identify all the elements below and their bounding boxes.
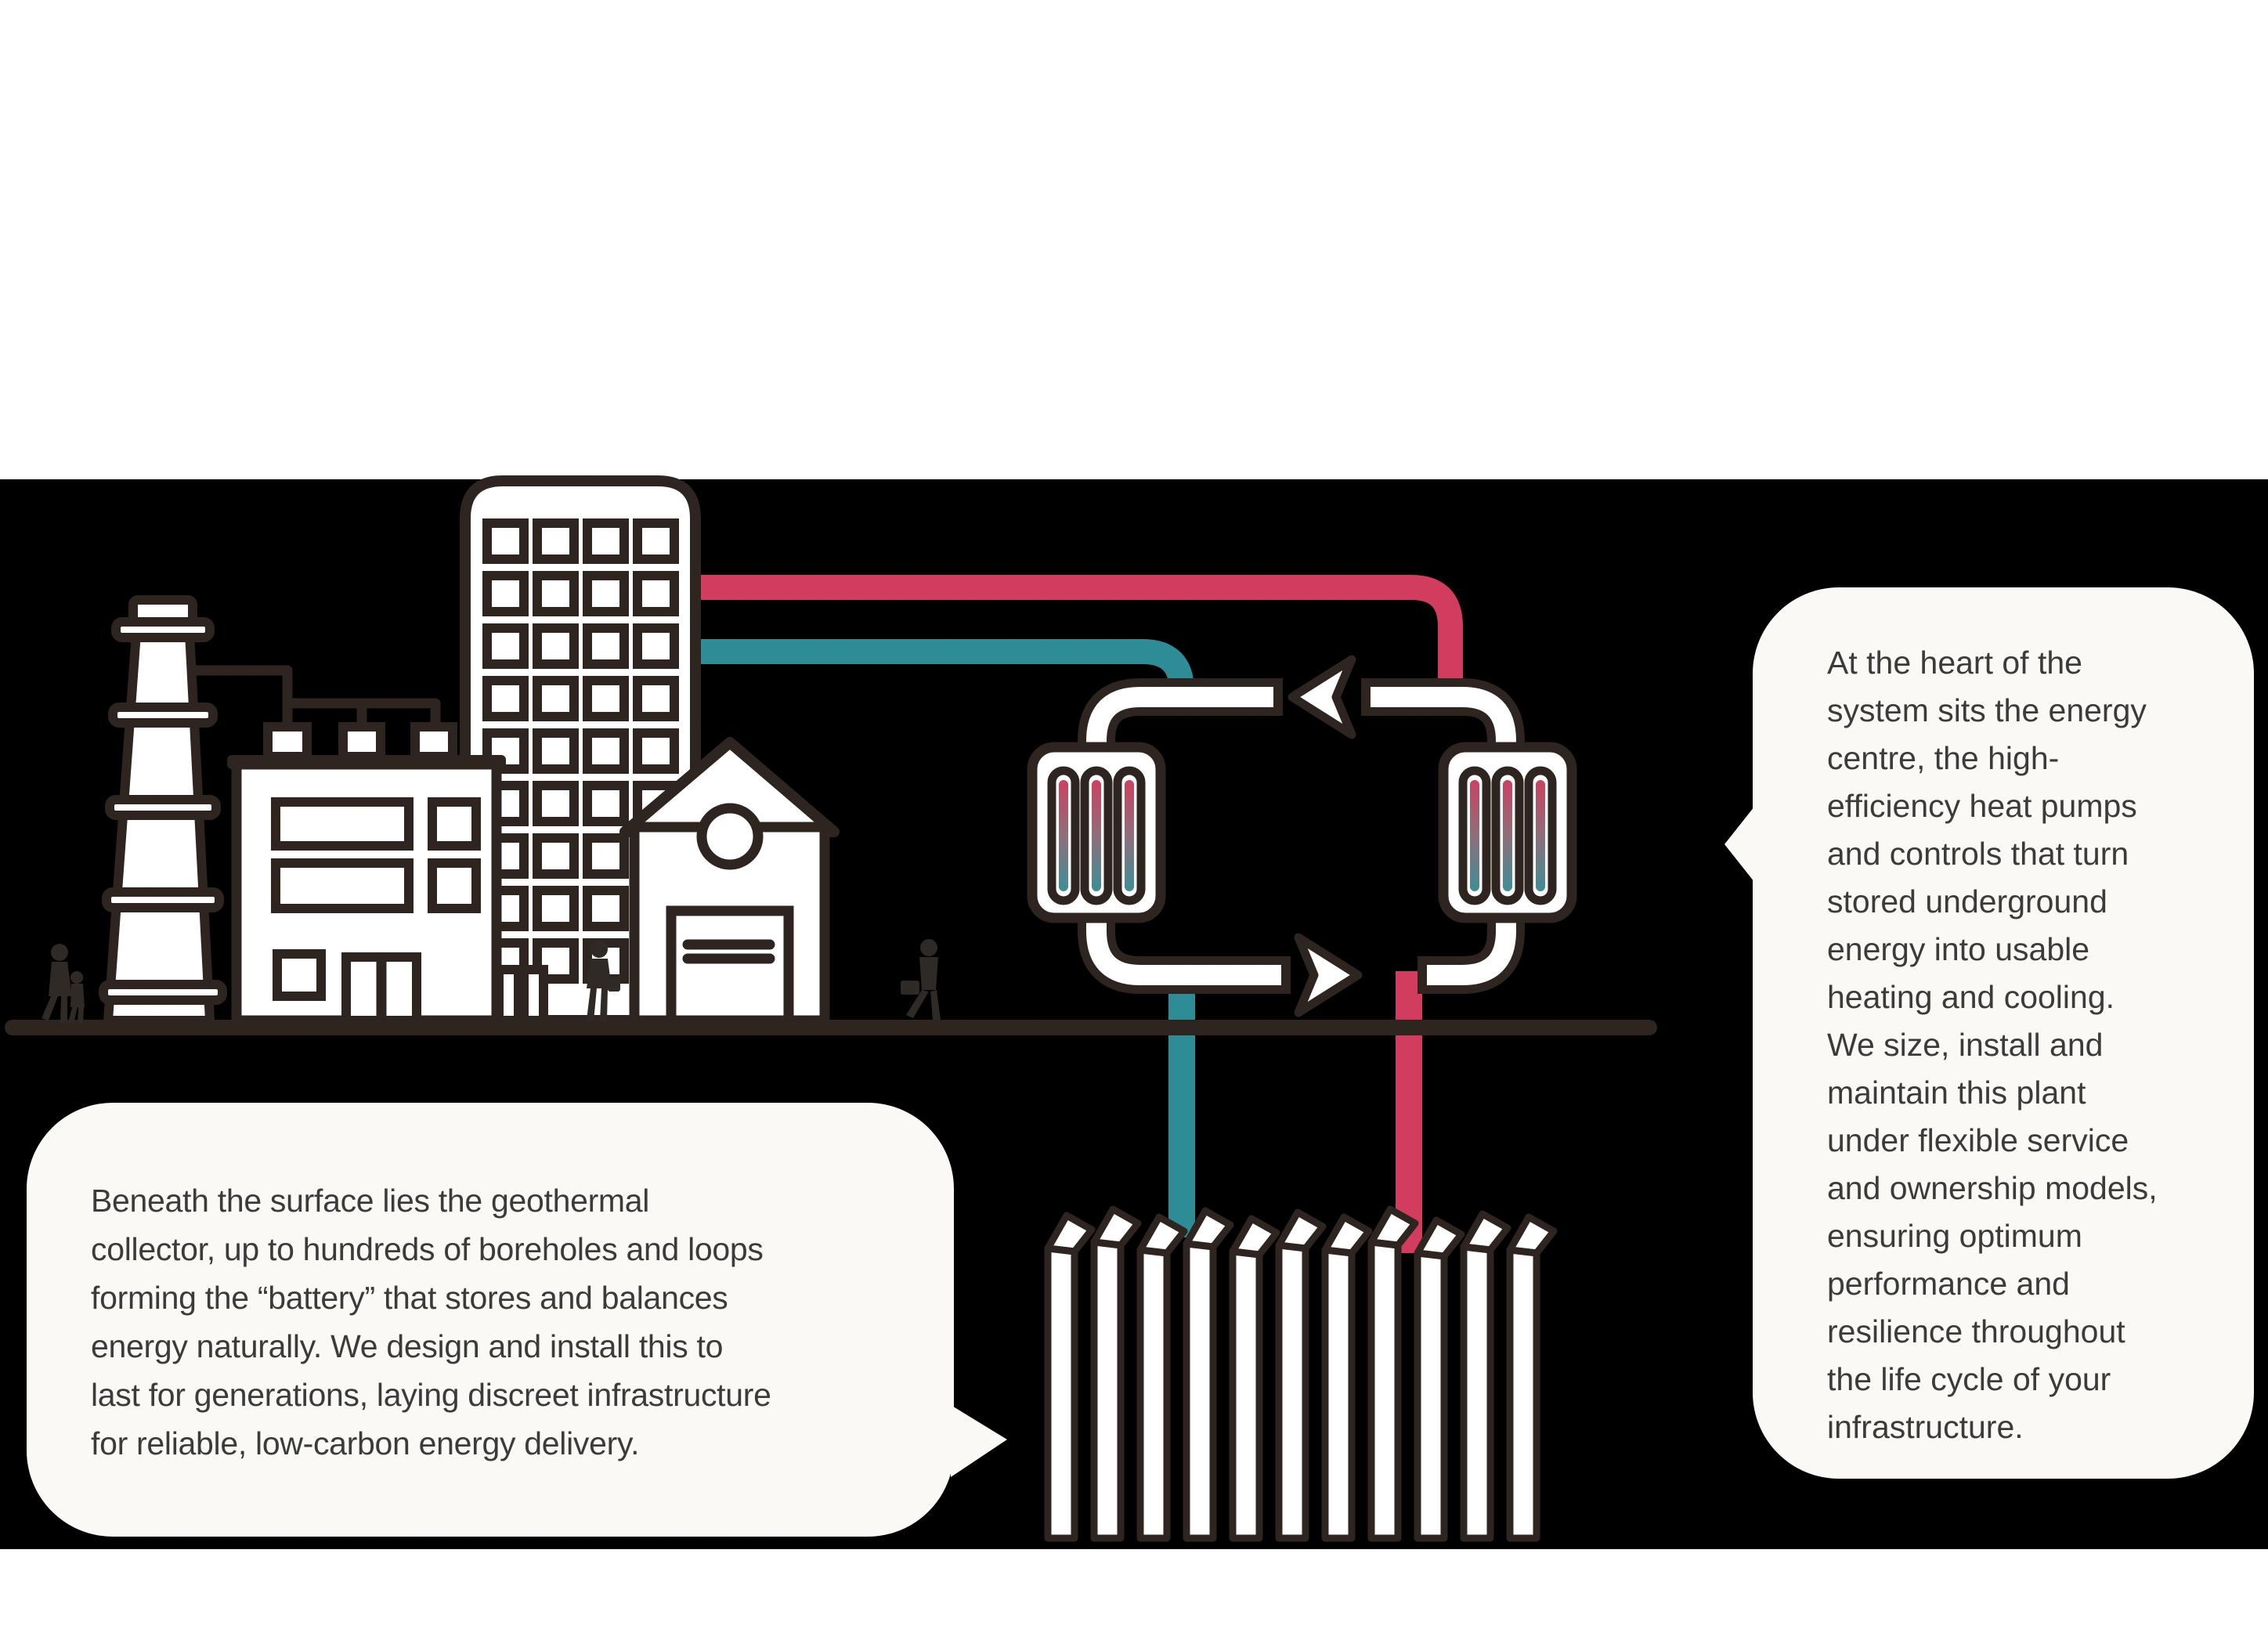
pedestrians-pair [42,944,85,1024]
pedestrian-man [901,939,941,1020]
callout-line: infrastructure. [1827,1409,2024,1445]
callout-line: system sits the energy [1827,692,2147,728]
callout-line: We size, install and [1827,1027,2104,1063]
left-callout: Beneath the surface lies the geothermal … [27,1103,954,1537]
callout-line: and controls that turn [1827,836,2129,872]
callout-line: resilience throughout [1827,1313,2125,1349]
callout-line: and ownership models, [1827,1170,2158,1206]
callout-line: stored underground [1827,883,2107,919]
factory-icon [187,665,506,1026]
callout-line: the life cycle of your [1827,1361,2111,1397]
left-callout-tail [951,1405,1007,1477]
callout-line: forming the “battery” that stores and ba… [91,1280,728,1316]
right-callout-tail [1724,807,1754,882]
callout-line: At the heart of the [1827,645,2082,681]
callout-line: for reliable, low-carbon energy delivery… [91,1425,640,1461]
pedestrian-woman [587,941,620,1021]
left-callout-text: Beneath the surface lies the geothermal … [91,1176,771,1468]
flow-arrow-left-icon [1287,655,1356,739]
callout-line: ensuring optimum [1827,1218,2082,1254]
callout-line: efficiency heat pumps [1827,788,2137,824]
heat-exchanger-left [1027,742,1166,923]
flow-arrow-right-icon [1294,933,1363,1017]
callout-line: heating and cooling. [1827,979,2115,1015]
callout-line: maintain this plant [1827,1075,2086,1111]
right-callout: At the heart of the system sits the ener… [1753,587,2254,1479]
callout-line: Beneath the surface lies the geothermal [91,1183,650,1219]
district-pipes [695,575,1463,1253]
callout-line: last for generations, laying discreet in… [91,1377,771,1413]
callout-line: under flexible service [1827,1122,2129,1158]
callout-line: performance and [1827,1266,2070,1302]
callout-line: energy into usable [1827,931,2090,967]
right-callout-text: At the heart of the system sits the ener… [1827,639,2158,1451]
heat-exchanger-right [1438,742,1577,923]
callout-line: collector, up to hundreds of boreholes a… [91,1231,764,1267]
callout-line: centre, the high- [1827,740,2060,776]
callout-line: energy naturally. We design and install … [91,1328,724,1364]
hot-pipe [695,575,1463,692]
chimney-icon [99,595,227,1025]
borehole-collector [1044,1205,1558,1542]
